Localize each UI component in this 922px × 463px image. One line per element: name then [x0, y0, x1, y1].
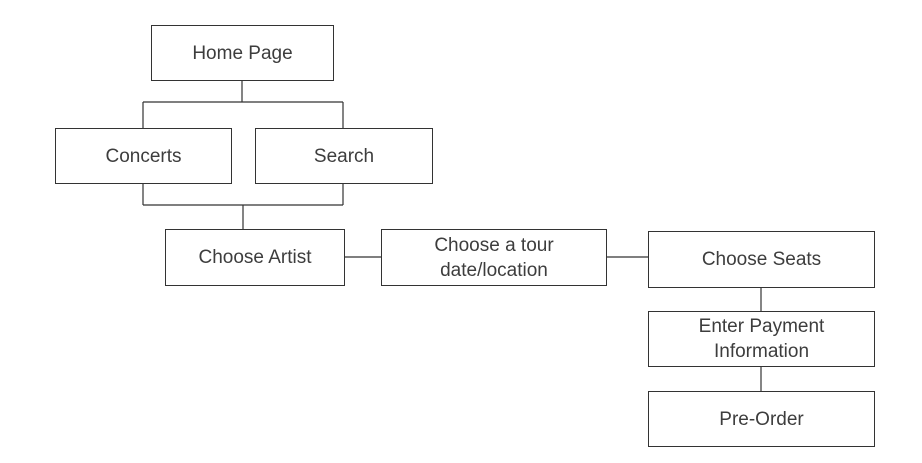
node-choose-seats: Choose Seats: [648, 231, 875, 288]
node-choose-artist: Choose Artist: [165, 229, 345, 286]
node-enter-payment-information: Enter Payment Information: [648, 311, 875, 367]
node-search: Search: [255, 128, 433, 184]
node-choose-tour-date-location: Choose a tour date/location: [381, 229, 607, 286]
node-home-page: Home Page: [151, 25, 334, 81]
node-pre-order: Pre-Order: [648, 391, 875, 447]
node-concerts: Concerts: [55, 128, 232, 184]
